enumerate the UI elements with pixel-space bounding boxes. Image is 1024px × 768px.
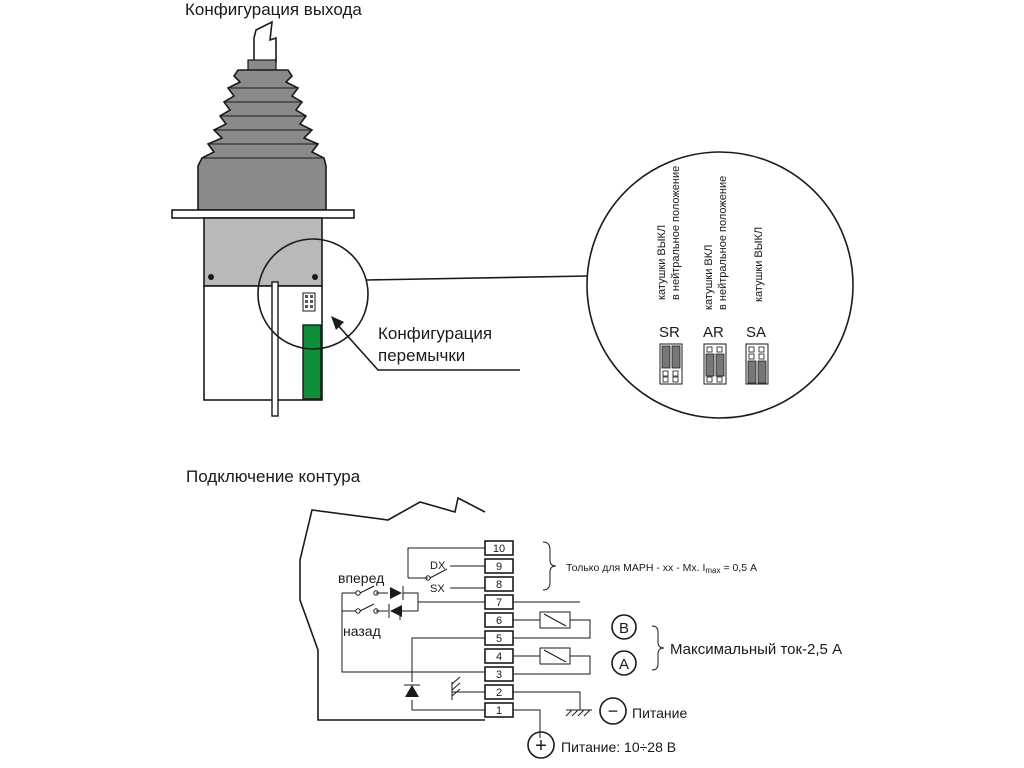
coil-b-marker bbox=[611, 614, 637, 640]
sr-desc-line1: катушки ВЫКЛ bbox=[656, 225, 668, 300]
connector-rod bbox=[271, 281, 279, 417]
minus-icon bbox=[599, 697, 627, 725]
brace-top bbox=[542, 541, 557, 591]
output-wiring bbox=[513, 601, 592, 738]
terminal-8 bbox=[484, 576, 514, 592]
supply-minus-label: Питание bbox=[632, 705, 687, 721]
switch-contact bbox=[355, 590, 361, 596]
ar-code: AR bbox=[703, 324, 724, 341]
terminal-label: 2 bbox=[496, 687, 502, 699]
housing-outline bbox=[299, 496, 486, 721]
jumper-diagram-sr bbox=[659, 343, 683, 385]
terminal-label: 10 bbox=[493, 543, 505, 555]
supply-plus-label: Питание: 10÷28 В bbox=[561, 739, 676, 755]
terminal-label: 3 bbox=[496, 669, 502, 681]
magnifier-link-line bbox=[366, 275, 589, 281]
diode-forward bbox=[390, 586, 412, 600]
terminal-label: 8 bbox=[496, 579, 502, 591]
terminal-label: 4 bbox=[496, 651, 502, 663]
screw-right bbox=[312, 274, 318, 280]
green-pcb bbox=[302, 324, 322, 400]
terminal-block: 10 9 8 7 6 5 4 3 2 1 bbox=[484, 540, 514, 718]
dx-sx-pivot bbox=[425, 575, 431, 581]
backward-label: назад bbox=[343, 623, 381, 639]
coil-b-label: B bbox=[619, 620, 629, 637]
sx-label: SX bbox=[430, 583, 445, 595]
plus-symbol: + bbox=[535, 735, 547, 757]
jumper-option-sa: катушки ВЫКЛ SA bbox=[746, 227, 766, 341]
output-config-title: Конфигурация выхода bbox=[185, 0, 362, 19]
max-current-label: Максимальный ток-2,5 А bbox=[670, 641, 842, 658]
sr-code: SR bbox=[659, 324, 680, 341]
joystick-body bbox=[203, 217, 323, 287]
diode-supply bbox=[404, 684, 420, 697]
coil-a-marker bbox=[611, 650, 637, 676]
jumper-block-small bbox=[302, 292, 316, 312]
switch-contact bbox=[373, 590, 379, 596]
limit-note: Только для МАРН - хх - Мх. Imax = 0,5 А bbox=[566, 562, 757, 575]
bellows-boot bbox=[197, 69, 327, 211]
diode-backward bbox=[388, 604, 412, 618]
terminal-label: 1 bbox=[496, 705, 502, 717]
screw-left bbox=[208, 274, 214, 280]
sa-code: SA bbox=[746, 324, 766, 341]
brace-bottom bbox=[651, 625, 665, 671]
jumper-diagram-sa bbox=[745, 343, 769, 385]
coil-b bbox=[539, 611, 571, 629]
dx-label: DX bbox=[430, 560, 446, 572]
jumper-diagram-ar bbox=[703, 343, 727, 385]
jumper-option-sr: катушки ВЫКЛ в нейтральное положение SR bbox=[656, 166, 682, 341]
magnifier-circle-small bbox=[257, 238, 369, 350]
jumper-option-ar: катушки ВКЛ в нейтральное положение AR bbox=[703, 176, 729, 341]
jumper-callout-line2: перемычки bbox=[378, 346, 465, 365]
terminal-label: 5 bbox=[496, 633, 502, 645]
sa-desc-line1: катушки ВЫКЛ bbox=[753, 227, 765, 302]
ar-desc-line1: катушки ВКЛ bbox=[703, 245, 715, 310]
lever-shaft bbox=[253, 20, 277, 63]
terminal-label: 7 bbox=[496, 597, 502, 609]
jumper-callout-line1: Конфигурация bbox=[378, 324, 492, 343]
coil-a bbox=[539, 647, 571, 665]
supply-network bbox=[411, 637, 485, 711]
dx-sx-wiring bbox=[407, 547, 485, 589]
switch-contact bbox=[355, 608, 361, 614]
terminal-label: 9 bbox=[496, 561, 502, 573]
mounting-flange bbox=[171, 209, 355, 219]
callout-leader bbox=[334, 321, 520, 371]
plus-icon bbox=[527, 731, 555, 759]
sr-desc-line2: в нейтральное положение bbox=[670, 166, 682, 300]
switch-contact bbox=[373, 608, 379, 614]
switch-network bbox=[341, 585, 485, 673]
ar-desc-line2: в нейтральное положение bbox=[717, 176, 729, 310]
callout-arrowhead bbox=[331, 316, 344, 330]
forward-label: вперед bbox=[338, 570, 384, 586]
terminal-label: 6 bbox=[496, 615, 502, 627]
minus-symbol: − bbox=[608, 701, 619, 721]
coil-a-label: A bbox=[619, 656, 629, 673]
joystick-drawing bbox=[171, 20, 589, 417]
magnifier-circle-large bbox=[586, 151, 854, 419]
circuit-title: Подключение контура bbox=[186, 467, 361, 486]
